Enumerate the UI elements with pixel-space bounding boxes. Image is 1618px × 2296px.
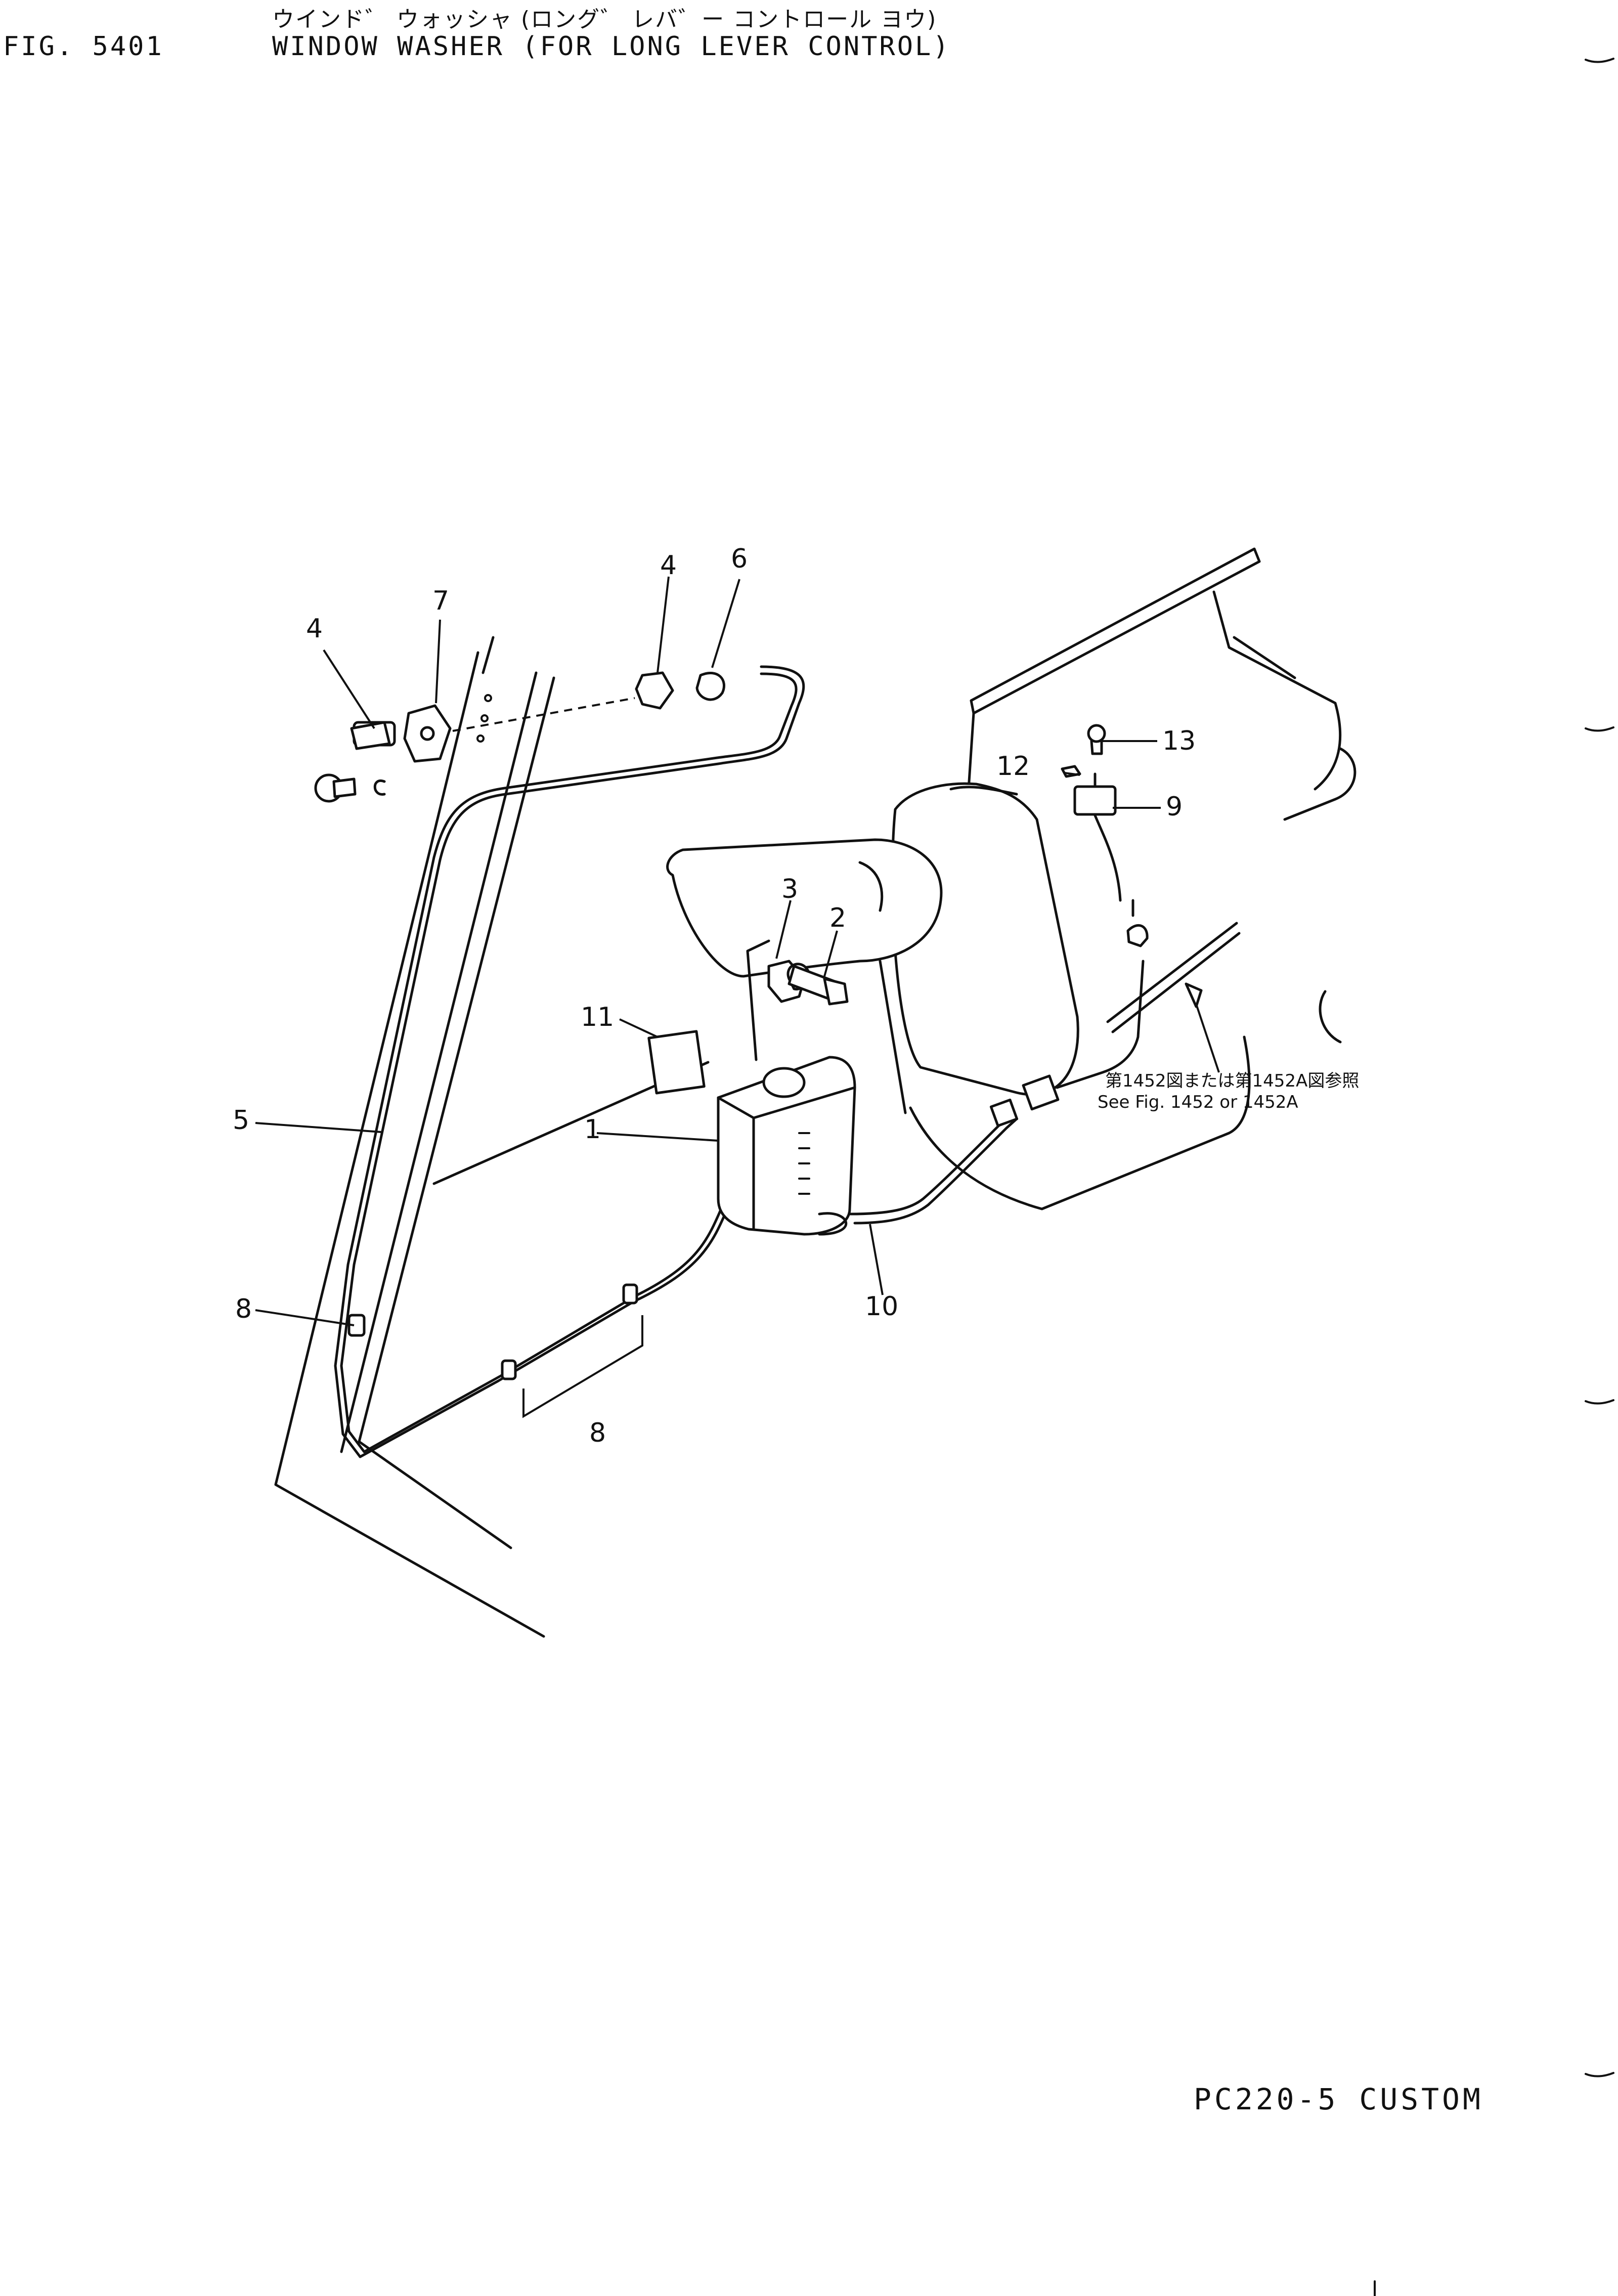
callout-labels: 1 2 3 4 4 5 6 7 8 8 9 10 11 12 13 第1452図… [233, 544, 1359, 1448]
callout-9: 9 [1166, 792, 1183, 822]
edge-marks [1374, 58, 1614, 2296]
washer-tank [717, 939, 1018, 1236]
cab-pillar [274, 636, 710, 1638]
callout-11: 11 [581, 1002, 614, 1032]
callout-6: 6 [731, 544, 748, 574]
reference-note-en: See Fig. 1452 or 1452A [1098, 1092, 1298, 1112]
callout-7: 7 [432, 586, 449, 616]
callout-3: 3 [781, 874, 798, 904]
callout-4-check-valve: 4 [660, 550, 677, 581]
tank-bolt [788, 965, 849, 1006]
callout-12: 12 [996, 751, 1030, 782]
leader-lines [255, 576, 1220, 1418]
callout-2: 2 [829, 903, 846, 933]
callout-8-clamp: 8 [235, 1294, 252, 1324]
callout-10: 10 [865, 1291, 898, 1322]
title-japanese: ウインド゛ ウォッシャ (ロング゛ レバ゛ー コントロール ヨウ) [272, 7, 937, 32]
callout-4-nozzle: 4 [306, 614, 323, 644]
nozzle-assembly [314, 671, 725, 803]
callout-5: 5 [233, 1105, 249, 1136]
engine-cover [666, 547, 1357, 1210]
title-english: WINDOW WASHER (FOR LONG LEVER CONTROL) [272, 31, 951, 62]
model-label: PC220-5 CUSTOM [1194, 2082, 1483, 2116]
callout-1: 1 [584, 1114, 601, 1145]
figure-number: FIG. 5401 [3, 31, 164, 62]
reference-note-jp: 第1452図または第1452A図参照 [1105, 1071, 1359, 1091]
callout-8-clamps: 8 [589, 1418, 606, 1448]
callout-13: 13 [1162, 726, 1196, 756]
washer-hose [334, 665, 805, 1458]
